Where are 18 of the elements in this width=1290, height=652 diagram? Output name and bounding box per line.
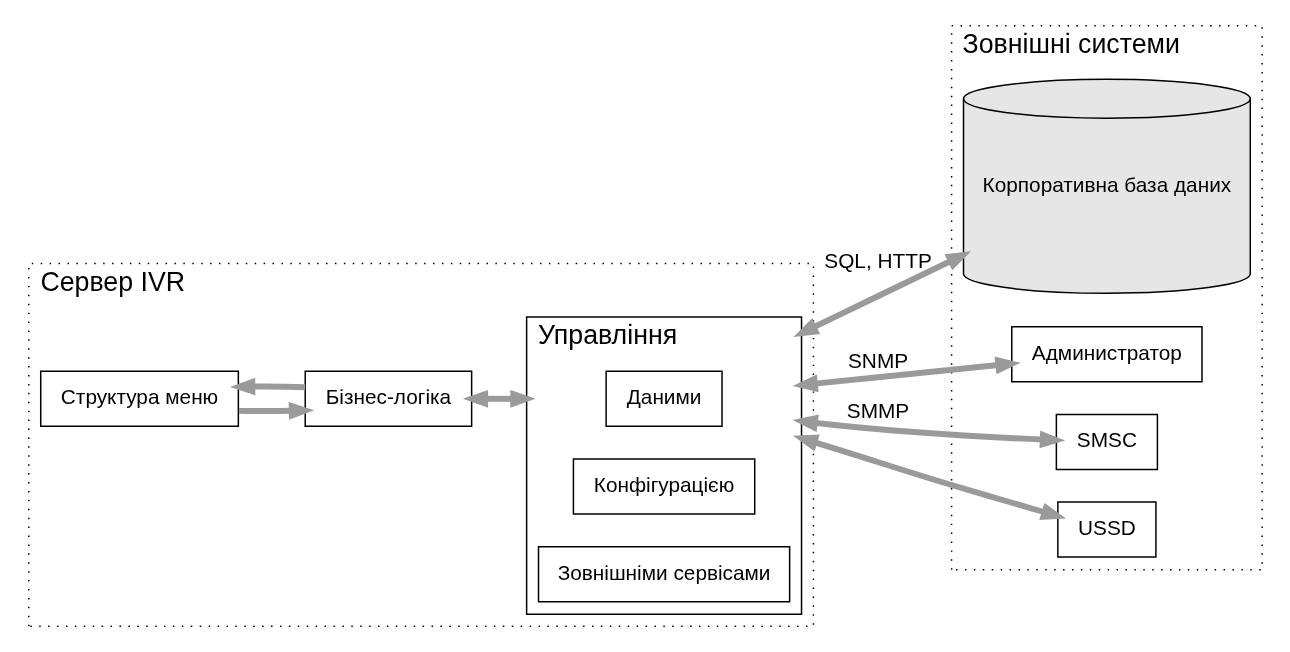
arrow (792, 414, 1065, 449)
node-box: Структура меню (39, 370, 239, 428)
arrow (462, 389, 536, 408)
node-box: SMSC (1055, 413, 1158, 471)
arrow (792, 251, 971, 338)
node-box: Зовнішніми сервісами (537, 545, 790, 603)
arrow (792, 434, 1066, 520)
arrow (229, 377, 305, 396)
node-box: Бізнес-логіка (303, 370, 472, 428)
edge-label: SQL, HTTP (823, 249, 932, 273)
arrow (792, 356, 1021, 393)
arrow (238, 402, 314, 420)
node-box: USSD (1056, 501, 1157, 558)
node-box: Даними (604, 370, 723, 428)
edge-label: SNMP (847, 348, 908, 372)
node-box: Администратор (1010, 326, 1203, 383)
node-box: Конфігурацією (572, 458, 755, 515)
edge-label: SMMP (846, 399, 909, 423)
